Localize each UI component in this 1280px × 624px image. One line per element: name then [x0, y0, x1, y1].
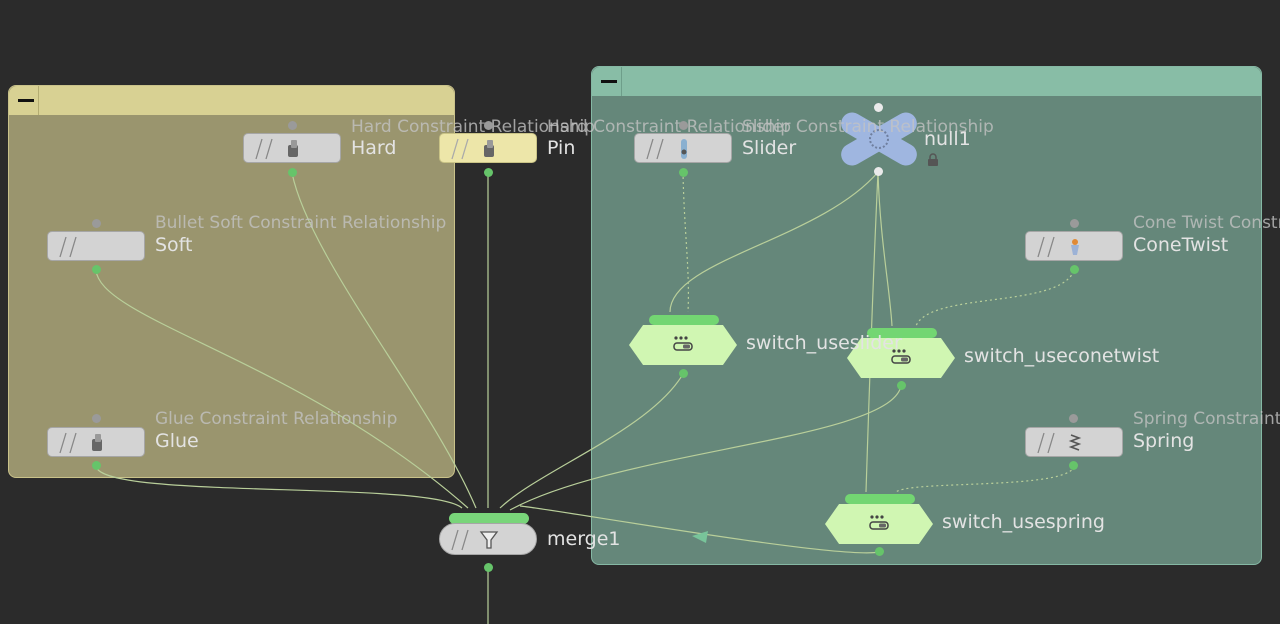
node-slider[interactable] — [634, 133, 732, 163]
wrench-icon — [288, 140, 298, 157]
node-flags — [646, 138, 664, 160]
switch-icon — [869, 515, 889, 530]
node-pin[interactable] — [439, 133, 537, 163]
node-hard[interactable] — [243, 133, 341, 163]
node-description: Hard Constraint Relationship — [351, 117, 595, 137]
merge-node-body — [439, 523, 537, 555]
node-description: Slider Constraint Relationship — [742, 117, 994, 137]
node-label: Glue — [155, 430, 199, 452]
display-flag[interactable] — [449, 513, 529, 524]
node-flags — [255, 138, 273, 160]
output-connector[interactable] — [679, 168, 688, 177]
input-connector[interactable] — [1069, 414, 1078, 423]
node-flags — [1037, 432, 1055, 454]
node-label: Soft — [155, 234, 193, 256]
network-box-header[interactable] — [9, 86, 454, 115]
node-description: Glue Constraint Relationship — [155, 409, 398, 429]
input-connector[interactable] — [679, 121, 688, 130]
output-connector[interactable] — [1069, 461, 1078, 470]
display-flag[interactable] — [649, 315, 719, 325]
node-flags — [59, 432, 77, 454]
output-connector[interactable] — [875, 547, 884, 556]
output-connector[interactable] — [679, 369, 688, 378]
node-description: Hard Constraint Relationship — [547, 117, 791, 137]
node-label: switch_useslider — [746, 332, 902, 354]
node-label: switch_useconetwist — [964, 345, 1160, 367]
node-label: ConeTwist — [1133, 234, 1229, 256]
collapse-icon[interactable] — [601, 80, 617, 83]
output-connector[interactable] — [92, 265, 101, 274]
node-label: merge1 — [547, 528, 621, 550]
node-label: Spring — [1133, 430, 1195, 452]
switch-icon — [673, 336, 693, 351]
spring-icon — [1068, 434, 1082, 451]
null-cross-icon[interactable] — [839, 112, 919, 166]
switch-icon — [891, 349, 911, 364]
node-glue[interactable] — [47, 427, 145, 457]
cone-twist-icon — [1071, 239, 1079, 255]
node-conetwist[interactable] — [1025, 231, 1123, 261]
input-connector[interactable] — [1070, 219, 1079, 228]
node-description: Bullet Soft Constraint Relationship — [155, 213, 447, 233]
lock-icon[interactable] — [926, 153, 940, 167]
header-divider — [621, 67, 622, 96]
output-connector[interactable] — [897, 381, 906, 390]
node-description: Spring Constraint — [1133, 409, 1280, 429]
output-connector[interactable] — [288, 168, 297, 177]
input-connector[interactable] — [288, 121, 297, 130]
slider-icon — [681, 139, 687, 159]
display-flag[interactable] — [867, 328, 937, 338]
display-flag[interactable] — [845, 494, 915, 504]
wrench-icon — [92, 434, 102, 451]
node-flags — [451, 138, 469, 160]
switch-node-body — [629, 325, 737, 365]
node-spring[interactable] — [1025, 427, 1123, 457]
output-connector[interactable] — [1070, 265, 1079, 274]
switch-node-body — [847, 338, 955, 378]
input-connector[interactable] — [484, 121, 493, 130]
input-connector[interactable] — [874, 103, 883, 112]
node-flags — [451, 529, 469, 551]
node-flags — [1037, 236, 1055, 258]
funnel-icon — [479, 531, 499, 549]
node-soft[interactable] — [47, 231, 145, 261]
node-flags — [59, 236, 77, 258]
node-label: switch_usespring — [942, 511, 1105, 533]
node-description: Cone Twist Constr — [1133, 213, 1280, 233]
node-label: Slider — [742, 137, 797, 159]
output-connector[interactable] — [874, 167, 883, 176]
input-connector[interactable] — [92, 414, 101, 423]
wrench-icon — [484, 140, 494, 157]
network-box-header[interactable] — [592, 67, 1261, 96]
header-divider — [38, 86, 39, 115]
output-connector[interactable] — [484, 563, 493, 572]
output-connector[interactable] — [92, 461, 101, 470]
output-connector[interactable] — [484, 168, 493, 177]
node-label: Hard — [351, 137, 397, 159]
node-label: null1 — [924, 128, 971, 150]
node-label: Pin — [547, 137, 576, 159]
input-connector[interactable] — [92, 219, 101, 228]
collapse-icon[interactable] — [18, 99, 34, 102]
